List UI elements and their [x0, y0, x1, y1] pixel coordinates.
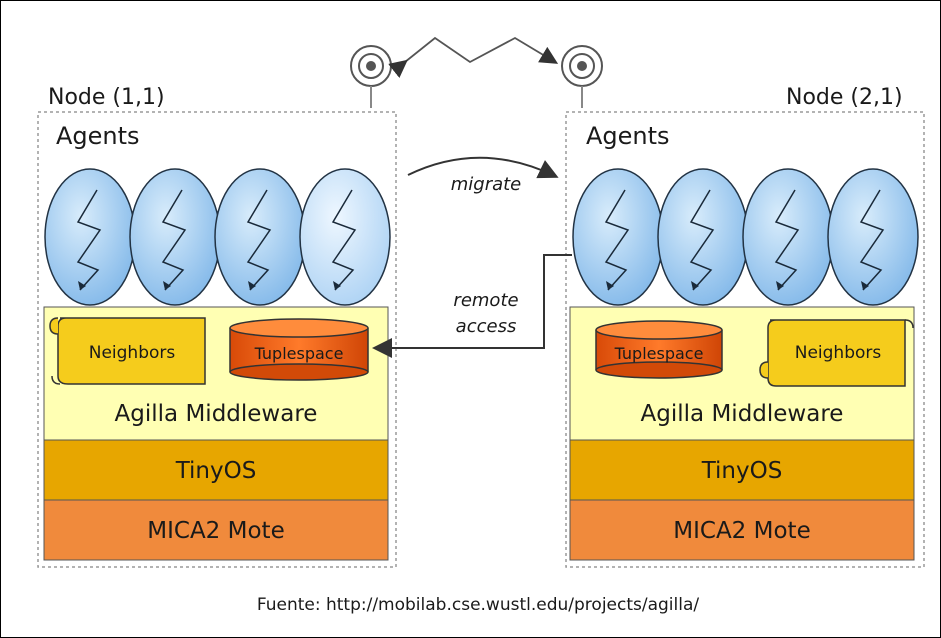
- node-2-neighbors-scroll: Neighbors: [759, 319, 914, 387]
- remote-label-line2: access: [456, 316, 517, 337]
- node-1-tuplespace-cylinder: Tuplespace: [229, 318, 369, 381]
- agent-icon: [214, 168, 306, 306]
- node-2-agents-label: Agents: [586, 122, 670, 150]
- node-2-mica2-label: MICA2 Mote: [673, 518, 810, 544]
- node-1-middleware-label: Agilla Middleware: [115, 401, 318, 427]
- remote-access-arrow: [372, 254, 572, 358]
- remote-label-line1: remote: [453, 290, 518, 311]
- node-1-mica2-layer: [43, 499, 389, 561]
- node-2-tuplespace-cylinder: Tuplespace: [595, 320, 723, 379]
- node-1-boundary: [37, 111, 397, 568]
- source-caption: Fuente: http://mobilab.cse.wustl.edu/pro…: [257, 595, 700, 615]
- antenna-right-icon: [561, 45, 603, 108]
- node-1-title: Node (1,1): [48, 85, 165, 110]
- migrate-label: migrate: [451, 174, 522, 195]
- node-2: Node (2,1) Agents: [565, 85, 925, 568]
- node-2-mica2-layer: [569, 499, 915, 561]
- agent-icon: [657, 168, 749, 306]
- node-2-tinyos-label: TinyOS: [701, 458, 783, 484]
- antenna-left-icon: [350, 45, 392, 108]
- node-2-middleware-label: Agilla Middleware: [641, 401, 844, 427]
- agent-icon: [572, 168, 664, 306]
- node-1-tuplespace-label: Tuplespace: [254, 344, 344, 363]
- node-1-agents-label: Agents: [56, 122, 140, 150]
- node-1-tinyos-label: TinyOS: [175, 458, 257, 484]
- node-2-boundary: [565, 111, 925, 568]
- wireless-link-arrow: [388, 36, 559, 79]
- node-1-tinyos-layer: [43, 439, 389, 501]
- node-2-title: Node (2,1): [786, 85, 903, 110]
- node-1: Node (1,1) Agents: [37, 85, 397, 568]
- node-1-neighbors-scroll: Neighbors: [49, 317, 206, 385]
- agent-icon: [129, 168, 221, 306]
- node-2-tuplespace-label: Tuplespace: [614, 344, 704, 363]
- migrate-arrow: [407, 156, 559, 179]
- node-1-mica2-label: MICA2 Mote: [147, 518, 284, 544]
- node-2-agents: [572, 168, 919, 306]
- node-1-agents: [44, 168, 391, 306]
- agent-icon: [827, 168, 919, 306]
- agent-icon: [742, 168, 834, 306]
- node-1-neighbors-label: Neighbors: [89, 343, 176, 363]
- agent-icon: [44, 168, 136, 306]
- agent-icon: [299, 168, 391, 306]
- node-2-neighbors-label: Neighbors: [795, 343, 882, 363]
